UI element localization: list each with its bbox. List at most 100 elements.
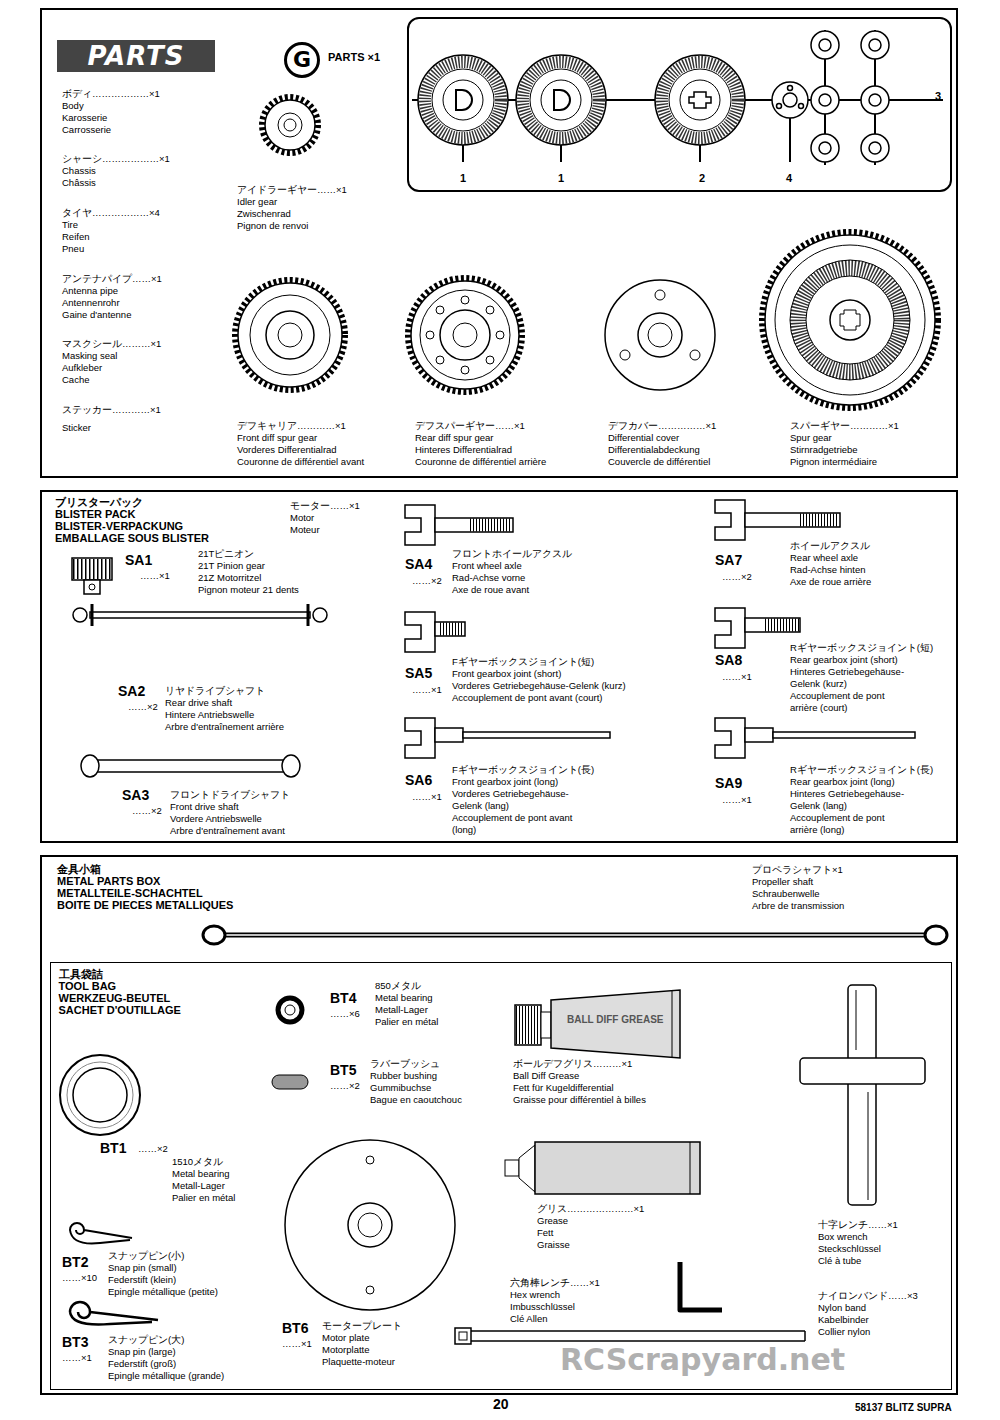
part-label: 1510メタル bbox=[172, 1156, 223, 1168]
part-code: SA4 bbox=[405, 556, 432, 572]
quantity: ……×2 bbox=[330, 1080, 360, 1092]
part-label: Karosserie bbox=[62, 112, 107, 124]
section-heading: ブリスターパック bbox=[55, 496, 143, 508]
part-label: Accouplement de pont avant bbox=[452, 812, 572, 824]
callout-number: 2 bbox=[699, 172, 705, 184]
part-label: Plaquette-moteur bbox=[322, 1356, 395, 1368]
part-label: フロントホイールアクスル bbox=[452, 548, 572, 560]
part-label: Spur gear bbox=[790, 432, 832, 444]
part-label: Metall-Lager bbox=[172, 1180, 225, 1192]
part-label: Fギヤーボックスジョイント(長) bbox=[452, 764, 594, 776]
part-label: ボールデフグリス………×1 bbox=[513, 1058, 632, 1070]
part-label: Front gearbox joint (short) bbox=[452, 668, 561, 680]
part-label: Hinteres Getriebegehäuse- bbox=[790, 788, 904, 800]
part-code: BT4 bbox=[330, 990, 356, 1006]
part-label: Reifen bbox=[62, 231, 89, 243]
part-label: Clé à tube bbox=[818, 1255, 861, 1267]
part-label: Tire bbox=[62, 219, 78, 231]
part-label: Rubber bushing bbox=[370, 1070, 437, 1082]
part-label: Idler gear bbox=[237, 196, 277, 208]
part-label: Rear gearbox joint (short) bbox=[790, 654, 898, 666]
part-label: Snap pin (small) bbox=[108, 1262, 177, 1274]
part-label: Accouplement de pont bbox=[790, 690, 885, 702]
quantity: ……×2 bbox=[132, 805, 162, 817]
quantity: ……×1 bbox=[412, 684, 442, 696]
part-label: Motorplatte bbox=[322, 1344, 370, 1356]
quantity: ……×1 bbox=[722, 794, 752, 806]
part-label: モーター……×1 bbox=[290, 500, 360, 512]
part-label: Motor bbox=[290, 512, 314, 524]
part-label: Rギヤーボックスジョイント(長) bbox=[790, 764, 933, 776]
part-label: Palier en métal bbox=[172, 1192, 235, 1204]
part-label: Vordere Antriebswelle bbox=[170, 813, 262, 825]
callout-number: 1 bbox=[460, 172, 466, 184]
callout-number: 4 bbox=[786, 172, 792, 184]
part-code: SA3 bbox=[122, 787, 149, 803]
page-number: 20 bbox=[493, 1396, 509, 1412]
part-label: Bague en caoutchouc bbox=[370, 1094, 462, 1106]
quantity: ……×1 bbox=[412, 791, 442, 803]
part-code: SA8 bbox=[715, 652, 742, 668]
part-label: Rear diff spur gear bbox=[415, 432, 494, 444]
sheet-letter-text: G bbox=[287, 45, 317, 75]
part-label: Antenna pipe bbox=[62, 285, 118, 297]
part-code: BT1 bbox=[100, 1140, 126, 1156]
part-code: SA9 bbox=[715, 775, 742, 791]
part-label: ホイールアクスル bbox=[790, 540, 870, 552]
part-label: Gelenk (lang) bbox=[452, 800, 509, 812]
part-label: Zwischenrad bbox=[237, 208, 291, 220]
quantity: ……×2 bbox=[128, 701, 158, 713]
part-label: Snap pin (large) bbox=[108, 1346, 176, 1358]
part-label: Rear drive shaft bbox=[165, 697, 232, 709]
part-label: Pneu bbox=[62, 243, 84, 255]
part-label: Epingle métallique (grande) bbox=[108, 1370, 224, 1382]
part-label: Pignon de renvoi bbox=[237, 220, 308, 232]
part-label: Front gearbox joint (long) bbox=[452, 776, 558, 788]
part-code: SA5 bbox=[405, 665, 432, 681]
part-label: 21Z Motorritzel bbox=[198, 572, 261, 584]
quantity: ……×2 bbox=[412, 575, 442, 587]
part-label: ラバーブッシュ bbox=[370, 1058, 440, 1070]
part-label: Masking seal bbox=[62, 350, 117, 362]
part-label: Couvercle de différentiel bbox=[608, 456, 710, 468]
part-label: Vorderes Differentialrad bbox=[237, 444, 337, 456]
part-label: デフキャリア…………×1 bbox=[237, 420, 346, 432]
part-label: マスクシール………×1 bbox=[62, 338, 161, 350]
part-label: Rad-Achse hinten bbox=[790, 564, 866, 576]
part-label: Box wrench bbox=[818, 1231, 868, 1243]
part-label: Front wheel axle bbox=[452, 560, 522, 572]
sheet-title: PARTS bbox=[57, 40, 215, 72]
part-label: Châssis bbox=[62, 177, 96, 189]
part-label: Kabelbinder bbox=[818, 1314, 869, 1326]
part-label: arrière (court) bbox=[790, 702, 848, 714]
part-label: Rear wheel axle bbox=[790, 552, 858, 564]
part-label: 21Tピニオン bbox=[198, 548, 254, 560]
part-label: Chassis bbox=[62, 165, 96, 177]
part-label: Clé Allen bbox=[510, 1313, 548, 1325]
quantity: ……×1 bbox=[140, 570, 170, 582]
part-label: スナップピン(小) bbox=[108, 1250, 184, 1262]
part-label: Stirnradgetriebe bbox=[790, 444, 858, 456]
part-label: Hinteres Getriebegehäuse- bbox=[790, 666, 904, 678]
section-heading: BOITE DE PIECES METALLIQUES bbox=[57, 899, 233, 911]
part-label: Propeller shaft bbox=[752, 876, 813, 888]
part-label: (long) bbox=[452, 824, 476, 836]
part-label: フロントドライブシャフト bbox=[170, 789, 290, 801]
part-label: リヤドライブシャフト bbox=[165, 685, 265, 697]
part-label: Hinteres Differentialrad bbox=[415, 444, 512, 456]
watermark: RCScrapyard.net bbox=[560, 1342, 845, 1378]
part-label: Imbusschlüssel bbox=[510, 1301, 575, 1313]
part-code: BT5 bbox=[330, 1062, 356, 1078]
part-label: Pignon intermédiaire bbox=[790, 456, 877, 468]
part-label: ステッカー…………×1 bbox=[62, 404, 161, 416]
part-label: Graisse bbox=[537, 1239, 570, 1251]
sheet-heading: PARTS ×1 bbox=[328, 51, 380, 63]
part-label: Metal bearing bbox=[172, 1168, 230, 1180]
section-heading: SACHET D'OUTILLAGE bbox=[59, 1004, 181, 1016]
part-label: Aufkleber bbox=[62, 362, 102, 374]
part-code: BT6 bbox=[282, 1320, 308, 1336]
part-label: デフスパーギヤー……×1 bbox=[415, 420, 525, 432]
part-code: SA7 bbox=[715, 552, 742, 568]
part-label: Antennenrohr bbox=[62, 297, 120, 309]
section-heading: EMBALLAGE SOUS BLISTER bbox=[55, 532, 209, 544]
